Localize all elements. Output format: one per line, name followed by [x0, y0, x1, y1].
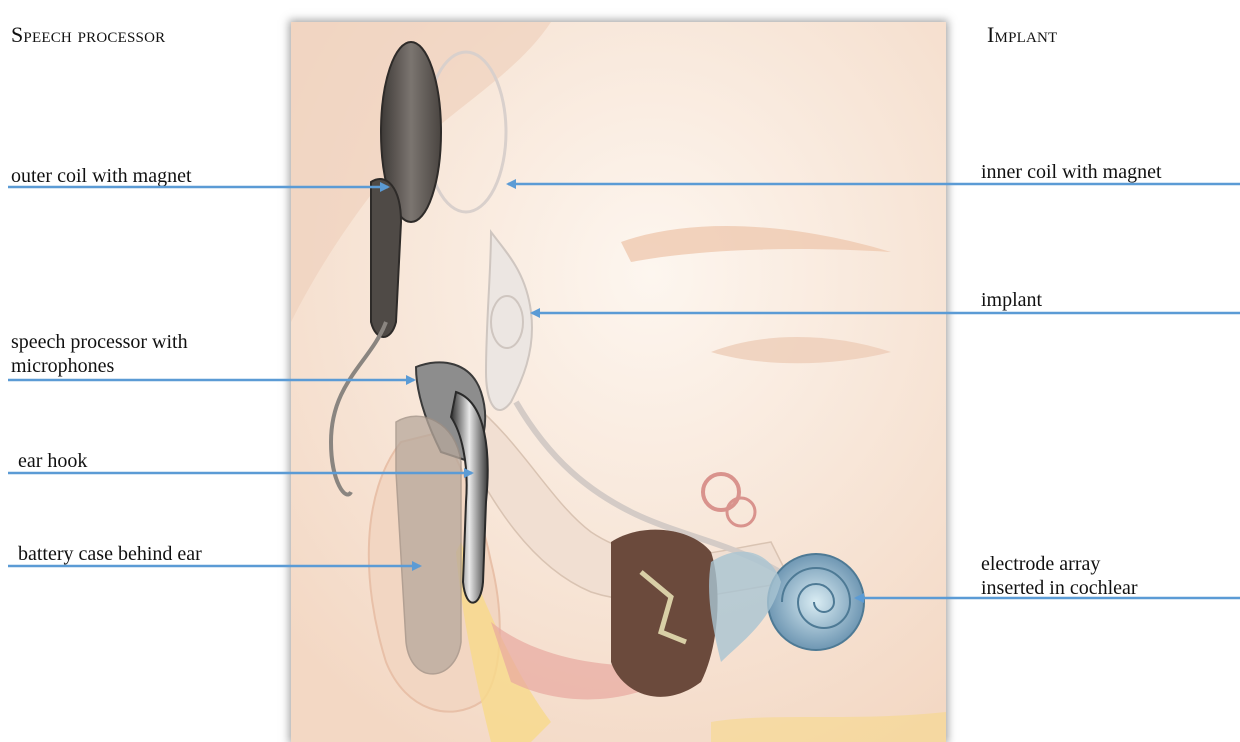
battery-case-label: battery case behind ear — [18, 542, 202, 566]
electrode-array-label-line1: electrode array — [981, 552, 1138, 576]
ear-anatomy-drawing — [291, 22, 946, 742]
battery-case — [396, 416, 461, 674]
speech-processor-label: speech processor with microphones — [11, 330, 188, 378]
ear-hook-label: ear hook — [18, 449, 87, 473]
electrode-array-label-line2: inserted in cochlear — [981, 576, 1138, 600]
outer-coil-label: outer coil with magnet — [11, 164, 192, 188]
speech-processor-label-line1: speech processor with — [11, 330, 188, 354]
speech-processor-heading: Speech processor — [11, 22, 165, 48]
implant-label: implant — [981, 288, 1042, 312]
speech-processor-label-line2: microphones — [11, 354, 188, 378]
coil-housing — [371, 179, 401, 337]
cochlear-implant-illustration — [291, 22, 946, 742]
electrode-array-label: electrode array inserted in cochlear — [981, 552, 1138, 600]
implant-heading: Implant — [987, 22, 1057, 48]
inner-coil-label: inner coil with magnet — [981, 160, 1162, 184]
